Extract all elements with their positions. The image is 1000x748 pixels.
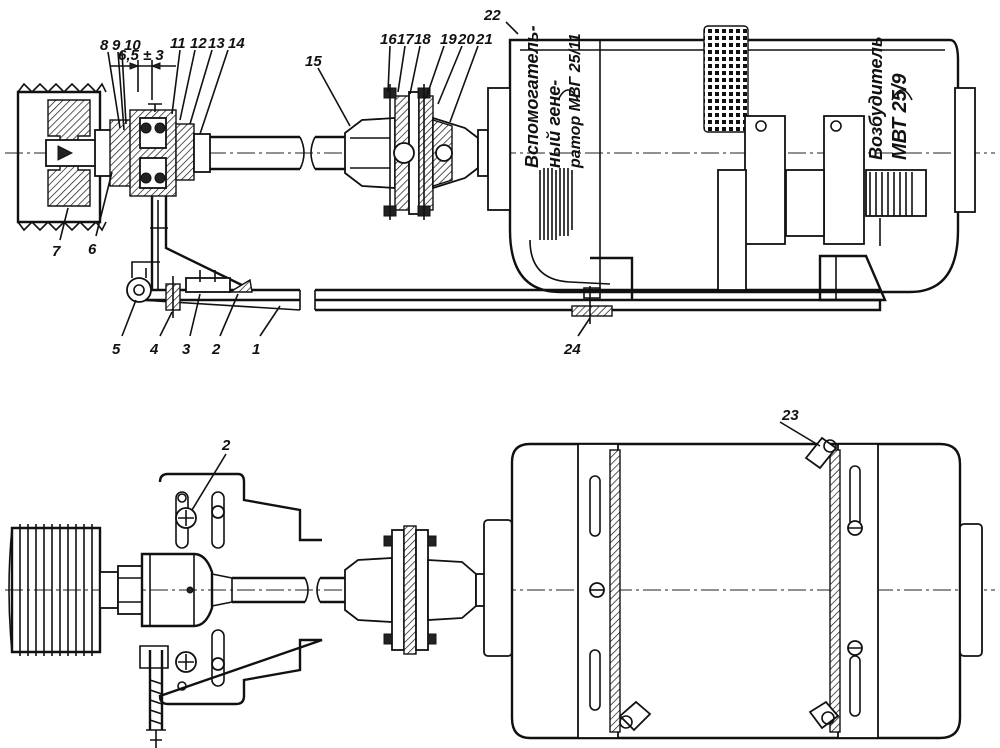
callout-24: 24 bbox=[563, 341, 581, 358]
callout-2: 2 bbox=[211, 341, 221, 358]
callout-5: 5 bbox=[112, 341, 121, 358]
callout-8: 8 bbox=[100, 37, 109, 54]
adjusting-screw bbox=[139, 645, 169, 748]
generator-body-elevation bbox=[487, 25, 976, 324]
callout-3: 3 bbox=[182, 341, 191, 358]
callout-16: 16 bbox=[380, 31, 397, 48]
callout-14: 14 bbox=[228, 35, 245, 52]
pulley-elevation bbox=[16, 82, 107, 232]
callout-20: 20 bbox=[457, 31, 475, 48]
coupling-plan bbox=[344, 525, 487, 655]
aux-label-line2: ный гене- bbox=[544, 80, 564, 168]
exciter-label-line1: Возбудитель bbox=[866, 36, 886, 160]
callout-4: 4 bbox=[149, 341, 159, 358]
callout-22: 22 bbox=[483, 7, 501, 24]
bearing-housing bbox=[94, 103, 211, 197]
bearing-block-plan bbox=[140, 552, 233, 628]
pulley-plan bbox=[8, 524, 102, 656]
callout-7: 7 bbox=[52, 243, 61, 260]
callout-6: 6 bbox=[88, 241, 97, 258]
callout-labels-plan: 2 23 bbox=[221, 407, 799, 454]
dimension-text: 6,5 ± 3 bbox=[118, 47, 164, 64]
exciter-label-line2: МВТ 25/9 bbox=[889, 73, 911, 160]
leader-lines-plan bbox=[191, 421, 821, 511]
shaft-elevation bbox=[210, 135, 345, 171]
hub-plan bbox=[99, 565, 143, 615]
callout-13: 13 bbox=[208, 35, 225, 52]
base-frame bbox=[126, 261, 882, 318]
callout-12: 12 bbox=[190, 35, 207, 52]
callout-19: 19 bbox=[440, 31, 457, 48]
callout-plan-2: 2 bbox=[221, 437, 231, 454]
plan-view: 2 23 bbox=[5, 407, 995, 748]
dimension-annotation: 6,5 ± 3 bbox=[110, 47, 176, 100]
generator-body-plan bbox=[483, 436, 983, 740]
callout-11: 11 bbox=[170, 35, 186, 52]
callout-18: 18 bbox=[414, 31, 431, 48]
aux-generator-label: Вспомогатель- ный гене- ратор МВГ 25/11 bbox=[522, 25, 584, 169]
exciter-label: Возбудитель МВТ 25/9 bbox=[866, 36, 911, 160]
aux-label-line1: Вспомогатель- bbox=[522, 25, 542, 168]
callout-21: 21 bbox=[475, 31, 493, 48]
callout-9: 9 bbox=[112, 37, 121, 54]
support-bracket bbox=[150, 196, 253, 292]
elevation-view: Вспомогатель- ный гене- ратор МВГ 25/11 … bbox=[5, 7, 995, 358]
flange-coupling bbox=[344, 84, 498, 220]
callout-17: 17 bbox=[397, 31, 414, 48]
callout-labels-elevation: 8 9 10 11 12 13 14 15 16 17 18 19 20 21 … bbox=[52, 7, 581, 358]
leader-lines-elevation bbox=[59, 21, 591, 337]
aux-label-line3: ратор МВГ 25/11 bbox=[567, 33, 584, 169]
callout-15: 15 bbox=[305, 53, 322, 70]
support-plate-plan bbox=[158, 472, 323, 706]
callout-10: 10 bbox=[124, 37, 141, 54]
callout-1: 1 bbox=[252, 341, 260, 358]
callout-23: 23 bbox=[781, 407, 799, 424]
shaft-plan bbox=[232, 576, 345, 604]
